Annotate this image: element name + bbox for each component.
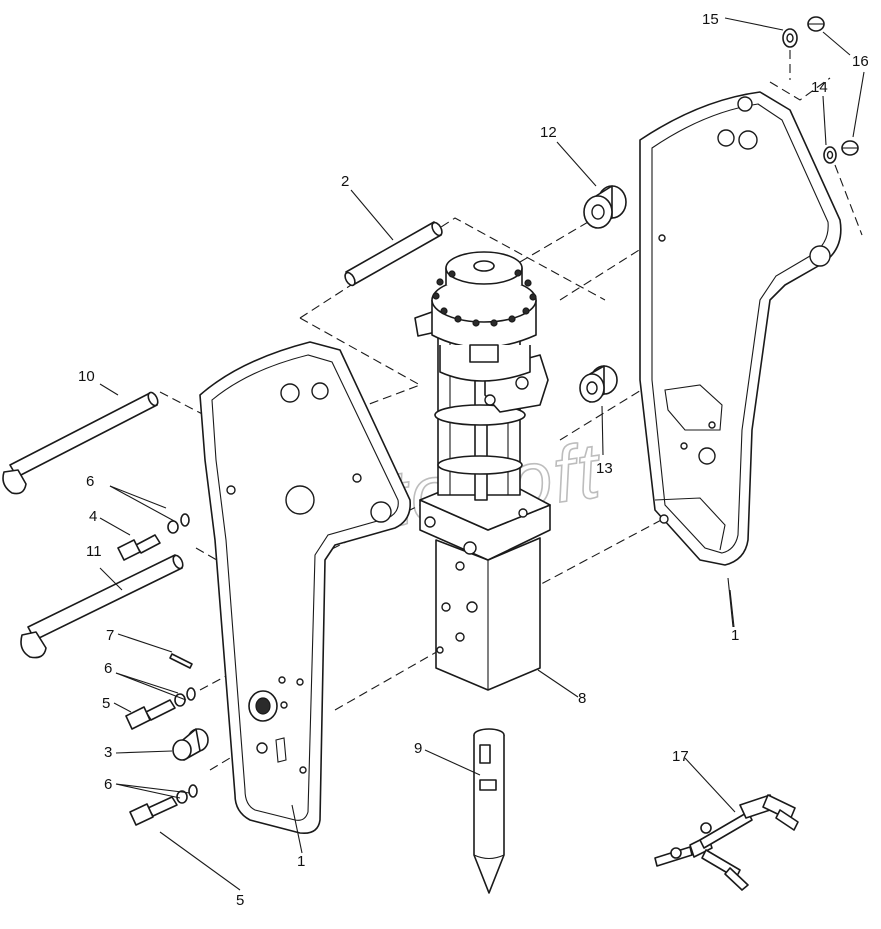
callout-4: 4	[89, 508, 97, 525]
bolt-5-lower-set	[129, 784, 198, 826]
callout-5-lower: 5	[236, 892, 244, 909]
side-plate-right	[639, 91, 842, 566]
chisel-tool	[473, 728, 505, 894]
leader-lines	[99, 17, 865, 891]
callout-3: 3	[104, 744, 112, 761]
retainer-clips	[782, 16, 859, 164]
hose-fitting-assembly	[654, 794, 799, 891]
bushing-12	[583, 185, 627, 229]
callout-6-middle: 6	[104, 660, 112, 677]
callout-6-upper: 6	[86, 473, 94, 490]
callout-16: 16	[852, 53, 869, 70]
callout-7: 7	[106, 627, 114, 644]
callout-13: 13	[596, 460, 613, 477]
hammer-body	[414, 251, 551, 691]
callout-5-upper: 5	[102, 695, 110, 712]
callout-8: 8	[578, 690, 586, 707]
pin-11	[20, 554, 184, 659]
callout-11: 11	[86, 543, 102, 560]
callout-17: 17	[672, 748, 689, 765]
plug-3	[172, 728, 209, 761]
bolt-5-upper-set	[125, 687, 196, 730]
callout-2: 2	[341, 173, 349, 190]
callout-labels: 15 16 14 12 2 10 13 6 4 11 1 7 6 5 8 3 9…	[78, 11, 869, 909]
grease-bushing	[248, 690, 278, 722]
callout-1-left: 1	[297, 853, 305, 870]
callout-14: 14	[811, 79, 828, 96]
callout-12: 12	[540, 124, 557, 141]
pin-10	[2, 391, 159, 495]
bushing-13	[579, 365, 618, 403]
callout-10: 10	[78, 368, 95, 385]
bolt-4-set	[117, 513, 190, 561]
callout-9: 9	[414, 740, 422, 757]
callout-6-lower: 6	[104, 776, 112, 793]
side-plate-left	[199, 341, 412, 835]
pin-2	[344, 221, 443, 287]
callout-15: 15	[702, 11, 719, 28]
callout-1-right: 1	[731, 627, 739, 644]
pin-7	[169, 653, 193, 669]
